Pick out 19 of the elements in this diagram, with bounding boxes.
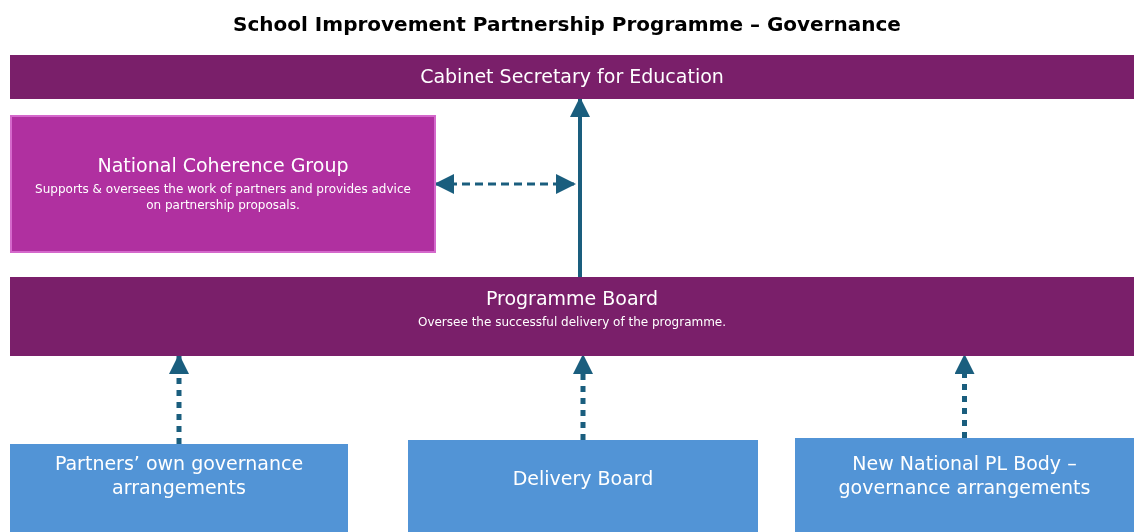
group-box: [10, 115, 436, 253]
body-box: [795, 438, 1134, 532]
node-heading: New National PL Body – governance arrangements: [837, 452, 1092, 500]
arrow: [573, 354, 593, 440]
arrow: [570, 97, 590, 277]
node-description: Supports & oversees the work of partners and provides advice on partnership proposals.: [34, 181, 412, 214]
arrow: [169, 354, 189, 444]
node-heading: National Coherence Group: [97, 154, 349, 179]
diagram-title: School Improvement Partnership Programme – Governance: [232, 12, 902, 36]
node-heading: Cabinet Secretary for Education: [420, 65, 724, 89]
node-heading: Programme Board: [485, 287, 659, 311]
arrow: [954, 354, 975, 438]
governance-band: [10, 55, 1134, 99]
governance-band: [10, 277, 1134, 356]
node-heading: Partners’ own governance arrangements: [53, 452, 305, 500]
node-description: Oversee the successful delivery of the programme.: [417, 313, 727, 330]
body-box: [408, 440, 758, 532]
body-box: [10, 444, 348, 532]
node-heading: Delivery Board: [512, 467, 654, 491]
